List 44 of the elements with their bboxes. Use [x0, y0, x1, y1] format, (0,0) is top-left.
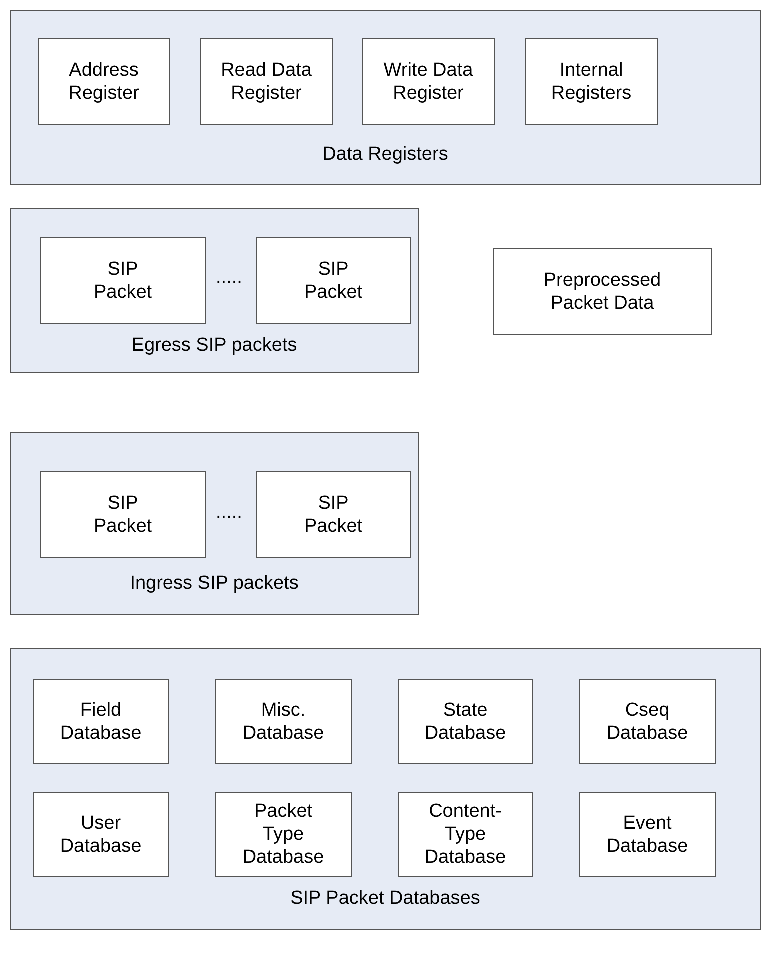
box-label: Write Data Register — [382, 58, 474, 104]
component-box — [40, 471, 206, 558]
box-label: Read Data Register — [220, 58, 313, 104]
group-heading: SIP Packet Databases — [290, 887, 480, 910]
component-box — [398, 679, 533, 764]
box-label: Cseq Database — [606, 698, 690, 744]
component-box — [215, 679, 352, 764]
component-box — [362, 38, 495, 125]
group-panel — [10, 208, 419, 373]
component-box — [256, 237, 411, 324]
component-box — [398, 792, 533, 877]
component-box — [215, 792, 352, 877]
component-box — [200, 38, 333, 125]
box-label: Event Database — [606, 812, 690, 858]
box-label: SIP Packet — [92, 492, 154, 538]
box-label: State Database — [424, 698, 508, 744]
box-label: Preprocessed Packet Data — [542, 268, 662, 314]
box-label: SIP Packet — [303, 492, 364, 538]
ellipsis-text: ..... — [216, 267, 242, 289]
box-label: Misc. Database — [242, 698, 326, 744]
box-label: Internal Registers — [550, 58, 633, 104]
group-heading: Egress SIP packets — [132, 334, 298, 357]
box-label: Packet Type Database — [242, 800, 326, 869]
component-box — [579, 679, 716, 764]
component-box — [579, 792, 716, 877]
group-panel — [10, 648, 761, 930]
group-panel — [10, 432, 419, 615]
component-box — [38, 38, 170, 125]
box-label: User Database — [59, 812, 143, 858]
component-box — [33, 792, 169, 877]
component-box — [33, 679, 169, 764]
ellipsis-text: ..... — [216, 502, 242, 524]
box-label: Address Register — [68, 58, 140, 104]
component-box — [493, 248, 712, 335]
group-heading: Data Registers — [322, 143, 448, 166]
group-heading: Ingress SIP packets — [130, 572, 299, 595]
component-box — [256, 471, 411, 558]
group-panel — [10, 10, 761, 185]
box-label: Content-Type Database — [424, 800, 508, 869]
box-label: SIP Packet — [92, 258, 154, 304]
component-box — [40, 237, 206, 324]
box-label: SIP Packet — [303, 258, 364, 304]
box-label: Field Database — [59, 698, 143, 744]
component-box — [525, 38, 658, 125]
